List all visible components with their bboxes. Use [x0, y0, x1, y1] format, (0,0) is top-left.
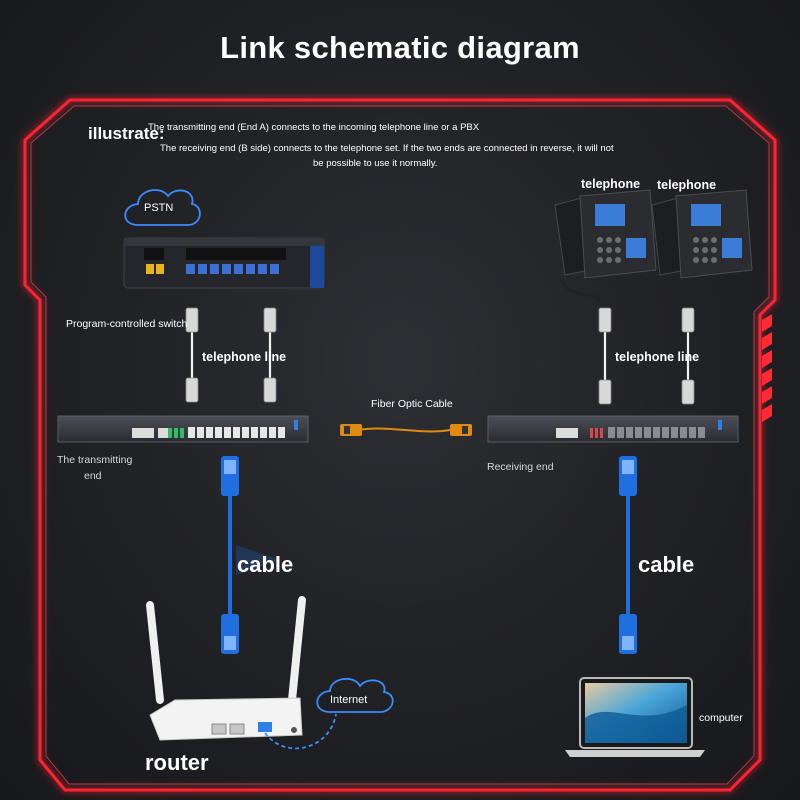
rj11-plugs-right [598, 307, 695, 405]
telephone-line-label-left: telephone line [202, 350, 287, 364]
internet-dashed-link [264, 713, 337, 750]
fiber-optic-label: Fiber Optic Cable [371, 398, 453, 410]
router-device [146, 596, 306, 741]
telephone-label-2: telephone [657, 178, 717, 192]
note-line-2: The receiving end (B side) connects to t… [160, 143, 614, 154]
telephone-cables-right [603, 330, 690, 382]
rj11-plugs-left [185, 307, 277, 403]
red-frame-inner [30, 105, 770, 785]
transmitting-end-label-2: end [84, 470, 102, 482]
telephone-line-label-right: telephone line [615, 350, 700, 364]
transmitting-end-device [57, 415, 309, 443]
side-stripes [762, 314, 772, 422]
telephone-device-2 [651, 189, 753, 302]
note-line-1: The transmitting end (End A) connects to… [148, 122, 480, 133]
note-line-3: be possible to use it normally. [313, 158, 438, 169]
pstn-cloud-icon [124, 189, 201, 226]
pstn-label: PSTN [144, 202, 174, 214]
red-frame-glow [23, 98, 777, 792]
internet-cloud-icon [316, 677, 394, 713]
internet-label: Internet [330, 694, 368, 706]
telephone-label-1: telephone [581, 177, 641, 191]
program-controlled-switch-device [123, 237, 325, 289]
illustrate-label: illustrate: [88, 124, 165, 143]
computer-laptop-device [565, 677, 705, 757]
computer-label: computer [699, 712, 743, 724]
telephone-device-1 [554, 189, 657, 302]
transmitting-end-label-1: The transmitting [57, 454, 133, 466]
fiber-optic-cable [340, 424, 472, 436]
page-title: Link schematic diagram [220, 30, 580, 65]
ethernet-cable-left [221, 456, 280, 654]
cable-label-left: cable [237, 552, 294, 577]
switch-label: Program-controlled switch [66, 318, 188, 330]
ethernet-cable-right [619, 456, 637, 654]
router-label: router [145, 750, 209, 775]
cable-label-right: cable [638, 552, 695, 577]
receiving-end-label: Receiving end [487, 461, 554, 473]
receiving-end-device [487, 415, 739, 443]
telephone-cables-left [190, 330, 272, 380]
